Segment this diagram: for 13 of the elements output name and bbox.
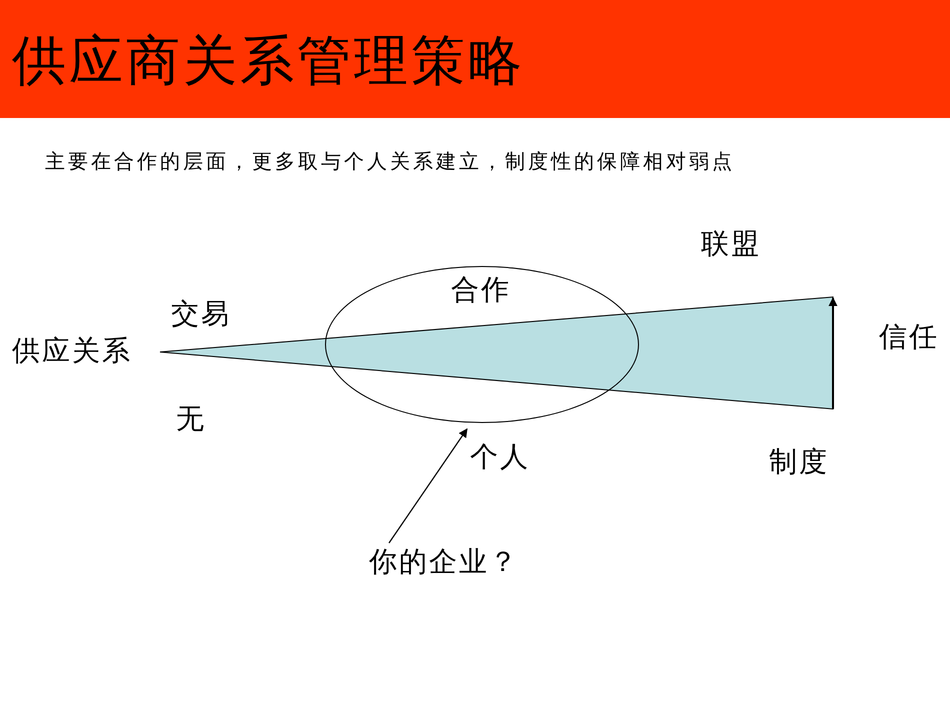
question-label: 你的企业？: [369, 549, 519, 577]
subtitle-text: 主要在合作的层面，更多取与个人关系建立，制度性的保障相对弱点: [45, 152, 735, 172]
stage-label: 联盟: [701, 231, 761, 259]
stage-label: 个人: [470, 444, 530, 472]
stage-label: 交易: [171, 301, 231, 329]
slide-title: 供应商关系管理策略: [12, 34, 525, 88]
arrow-label: 信任: [879, 324, 939, 352]
wedge-label: 供应关系: [12, 338, 132, 366]
stage-label: 无: [176, 406, 206, 434]
ellipse-region: [325, 266, 639, 423]
arrow: [388, 428, 468, 544]
ellipse-label: 合作: [451, 277, 511, 305]
stage-label: 制度: [769, 449, 829, 477]
